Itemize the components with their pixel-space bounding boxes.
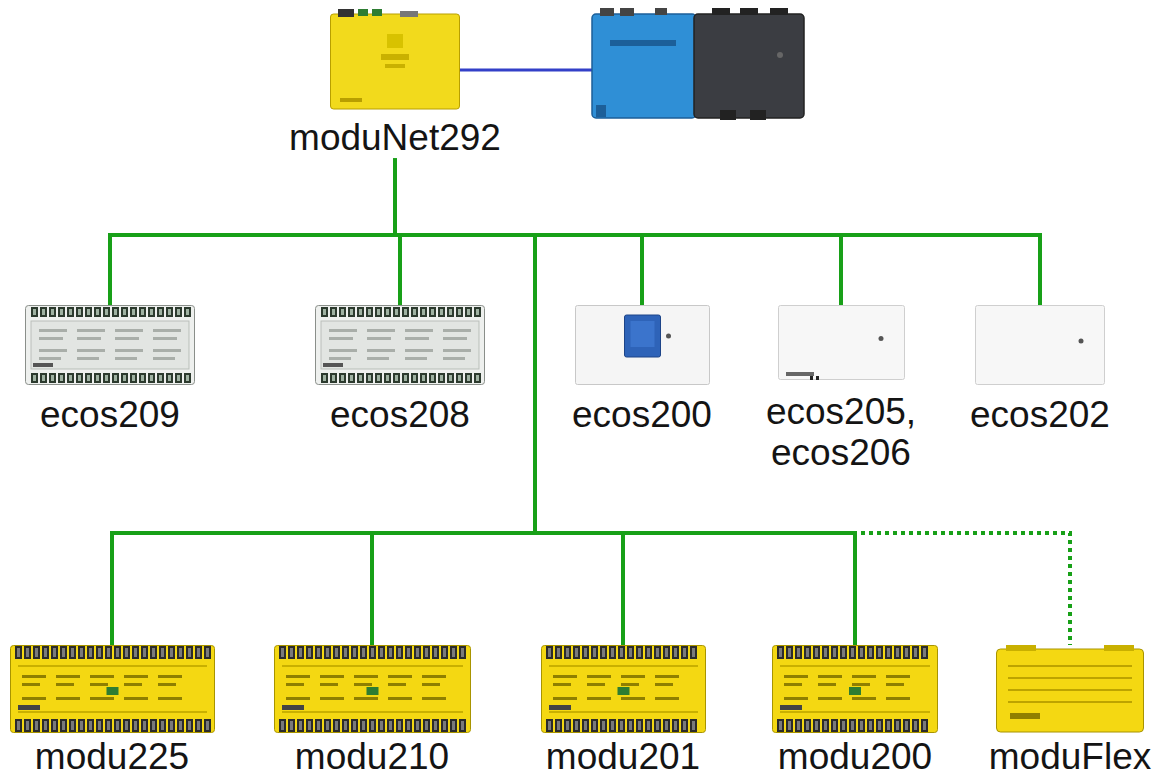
- router-device: [592, 8, 804, 120]
- device-node: ecos209: [25, 305, 195, 436]
- device-node: ecos205, ecos206: [754, 305, 929, 473]
- device-image: [575, 305, 710, 385]
- device-image: [10, 645, 215, 733]
- device-node: modu225: [10, 645, 215, 778]
- device-label: modu225: [35, 737, 189, 778]
- device-image: [975, 305, 1105, 385]
- device-label: ecos209: [40, 395, 180, 436]
- device-label: modu210: [295, 737, 449, 778]
- device-node: modu201: [541, 645, 706, 778]
- device-node: ecos208: [315, 305, 485, 436]
- device-label: ecos205, ecos206: [754, 392, 929, 473]
- device-label: modu200: [778, 737, 932, 778]
- device-image: [778, 305, 905, 380]
- device-label: moduNet292: [289, 118, 501, 159]
- device-node: modu200: [772, 645, 938, 778]
- device-label: ecos208: [330, 395, 470, 436]
- device-label: ecos202: [970, 395, 1110, 436]
- optional-bus-line: [861, 533, 1070, 645]
- device-image: [772, 645, 938, 733]
- device-label: moduFlex: [989, 737, 1151, 778]
- ethernet-link: [458, 69, 592, 72]
- device-image: [25, 305, 195, 385]
- bus-line: [395, 161, 1040, 305]
- device-node: moduFlex: [989, 645, 1152, 778]
- device-image: [996, 645, 1144, 733]
- device-image: [274, 645, 471, 733]
- device-node: ecos200: [572, 305, 712, 436]
- device-node: modu210: [274, 645, 471, 778]
- bus-line: [395, 161, 841, 305]
- device-node: ecos202: [970, 305, 1110, 436]
- device-image: [330, 8, 460, 110]
- device-image: [541, 645, 706, 733]
- bus-line: [395, 161, 642, 305]
- device-image: [315, 305, 485, 385]
- device-label: modu201: [546, 737, 700, 778]
- device-node: moduNet292: [289, 8, 501, 159]
- bus-line: [110, 161, 395, 305]
- device-label: ecos200: [572, 395, 712, 436]
